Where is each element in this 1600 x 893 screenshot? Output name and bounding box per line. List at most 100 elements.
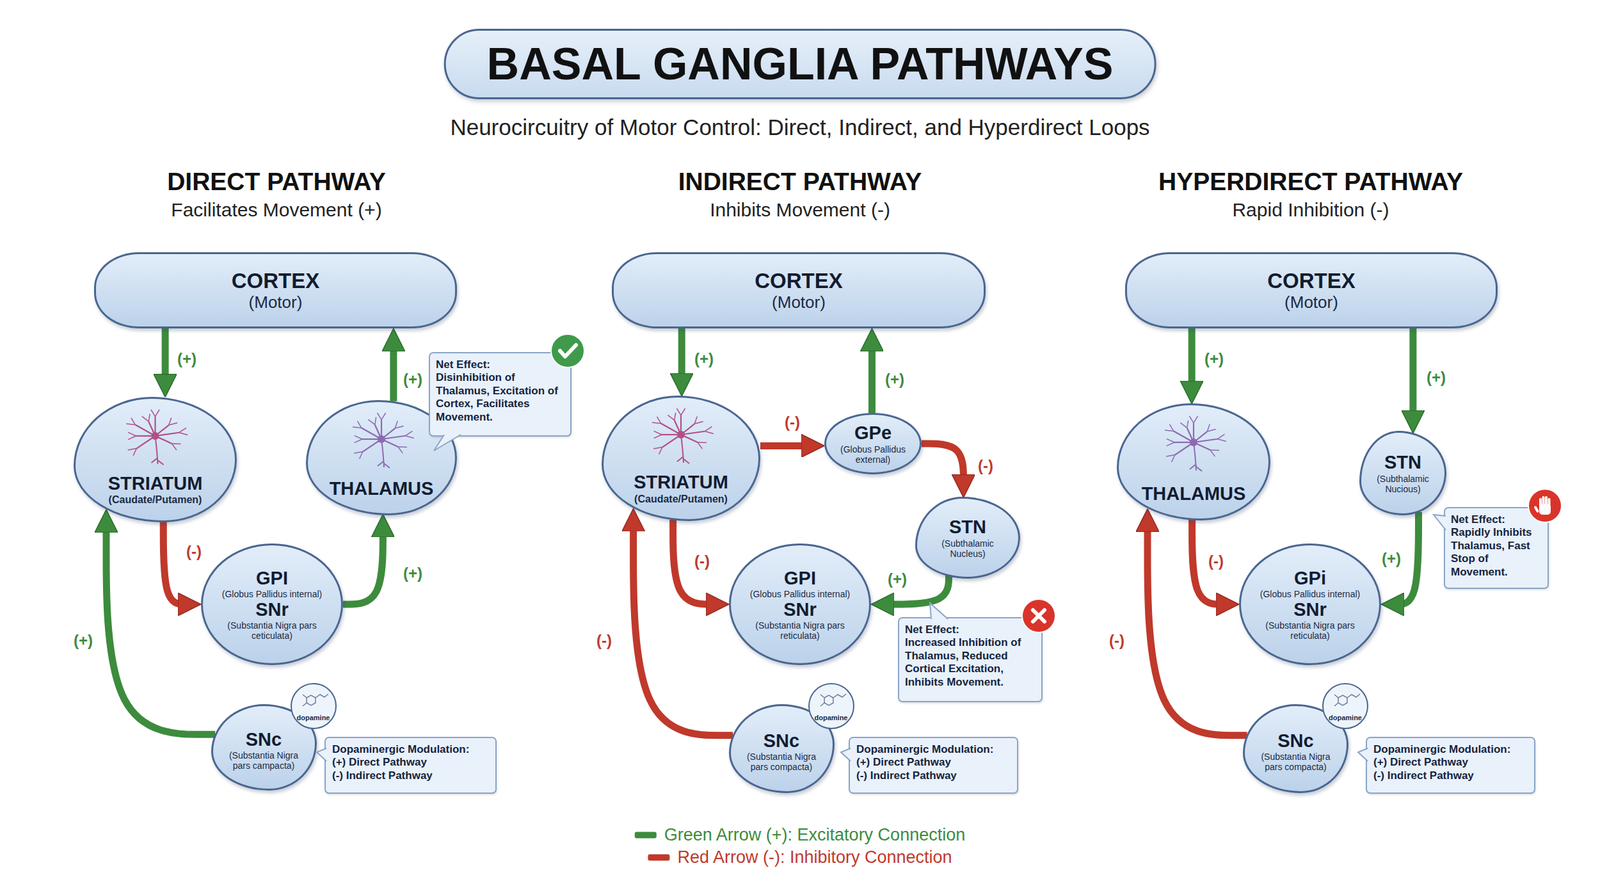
label-stack: Net Effect:Rapidly Inhibits Thalamus, Fa… [1450,513,1542,579]
node-text: THALAMUS [329,478,434,500]
excitatory-arrow [106,523,216,735]
excitatory-arrow [1395,512,1419,605]
axon [1189,442,1202,472]
soma [151,432,160,440]
node-text: Net Effect: [435,358,565,372]
node-text: STRIATUM [108,472,203,495]
label-stack: SNc(Substantia Nigra pars compacta) [741,730,822,773]
label-stack: Dopaminergic Modulation:(+) Direct Pathw… [1373,743,1511,783]
connection-sign: (-) [692,552,712,570]
neuron-illustration [1164,416,1227,472]
node-text: (Globus Pallidus external) [833,444,912,465]
connection-sign: (+) [175,350,199,368]
striatum-region: STRIATUM(Caudate/Putamen) [601,395,761,521]
excitatory-arrow [161,328,169,383]
dendrite-branch [394,421,398,429]
dendrite-branch [1217,439,1226,442]
callout-tail-outline [1358,748,1368,761]
node-text: GPi [1249,567,1371,589]
cross-mark [1032,609,1045,622]
dendrite-branch [398,446,408,448]
dendrite-branch [653,447,663,449]
modulation-callout: Dopaminergic Modulation:(+) Direct Pathw… [848,736,1019,794]
connection-sign: (+) [1424,369,1448,386]
soma [677,430,685,439]
dendrite-branch [171,442,181,445]
label-stack: Dopaminergic Modulation:(+) Direct Pathw… [856,743,994,783]
connection-sign: (-) [594,632,614,649]
label-stack: SNc(Substantia Nigra pars campacta) [224,728,304,772]
dopamine-badge: dopamine [808,682,855,729]
subthalamic-nucleus: STN(Subthalamic Nucleus) [915,496,1021,579]
connection-sign: (+) [1379,550,1403,568]
node-text: Rapidly Inhibits Thalamus, Fast Stop of … [1450,526,1542,579]
substantia-nigra-compacta: SNc(Substantia Nigra pars compacta)dopam… [728,704,835,793]
dendrite-branch [1169,424,1174,432]
node-text: (Motor) [1267,293,1356,313]
connection-sign: (+) [883,371,907,388]
callout-tail-outline [433,434,461,451]
callout-tail [840,748,851,761]
dendrite-branch [680,408,686,416]
connection-sign: (-) [976,457,996,475]
legend-text: Red Arrow (-): Inhibitory Connection [677,847,952,868]
dendrite-branch [1187,420,1189,429]
dendrite-branch [1210,449,1215,457]
hydroxyl-bond [302,702,307,706]
status-icon [1022,599,1056,633]
label-stack: STN(Subthalamic Nucious) [1370,451,1435,495]
label-stack: dopamine [814,713,848,722]
node-text: SNc [224,728,304,751]
dendrite-branch [142,416,149,422]
dendrite-branch [1189,416,1194,424]
dendrite-branch [652,422,662,424]
connector-group [106,328,1419,736]
column-heading: DIRECT PATHWAY [167,167,386,196]
hydroxyl-bond [1334,694,1339,698]
excitatory-arrow [389,342,397,402]
dendrite-branch [179,432,188,435]
legend-swatch [634,831,657,838]
node-text: (Substantia Nigra pars reticulata) [1249,620,1371,641]
node-text: (Motor) [754,293,843,313]
diagram-title: BASAL GANGLIA PATHWAYS [444,28,1157,100]
node-text: (Subthalamic Nucious) [1370,473,1435,495]
check-icon [551,334,585,368]
dendrite-branch [1180,422,1187,428]
node-text: (+) Direct Pathway [856,755,994,769]
callout-tail-outline [1433,514,1446,530]
dendrite-branch [354,435,363,440]
modulation-callout: Dopaminergic Modulation:(+) Direct Pathw… [1365,736,1536,794]
connection-sign: (+) [401,371,425,388]
finger [1544,496,1548,506]
node-text: (Globus Pallidus internal) [739,588,861,600]
connection-sign: (-) [1206,552,1226,570]
node-text: (+) Direct Pathway [332,755,470,769]
connection-sign: (+) [401,565,425,582]
dendrite-branch [1207,424,1210,432]
label-stack: dopamine [1328,713,1362,722]
node-text: Disinhibition of Thalamus, Excitation of… [435,371,565,424]
dendrite-branch [375,417,377,425]
callout-tail [929,602,948,619]
dendrite-branch [694,416,697,424]
label-stack: CORTEX(Motor) [1267,268,1356,313]
hydroxyl-bond [820,702,825,706]
dendrite-branch [674,412,676,421]
legend-row: Green Arrow (+): Excitatory Connection [634,824,966,845]
dendrite-branch [359,451,363,459]
dendrite-branch [353,451,363,454]
soma [1189,438,1198,447]
node-text: (Globus Pallidus internal) [211,588,333,600]
node-text: CORTEX [231,268,320,294]
label-stack: GPI(Globus Pallidus internal)SNr(Substan… [211,567,333,642]
connection-sign: (-) [1107,632,1127,649]
node-text: dopamine [1328,713,1362,722]
column-subheading: Rapid Inhibition (-) [1232,199,1389,221]
dopamine-badge: dopamine [290,682,337,729]
hand-icon [1528,488,1562,523]
side-chain [1347,693,1360,698]
dendrite-branch [128,435,136,440]
node-text: (Substantia Nigra pars reticulata) [739,620,861,641]
